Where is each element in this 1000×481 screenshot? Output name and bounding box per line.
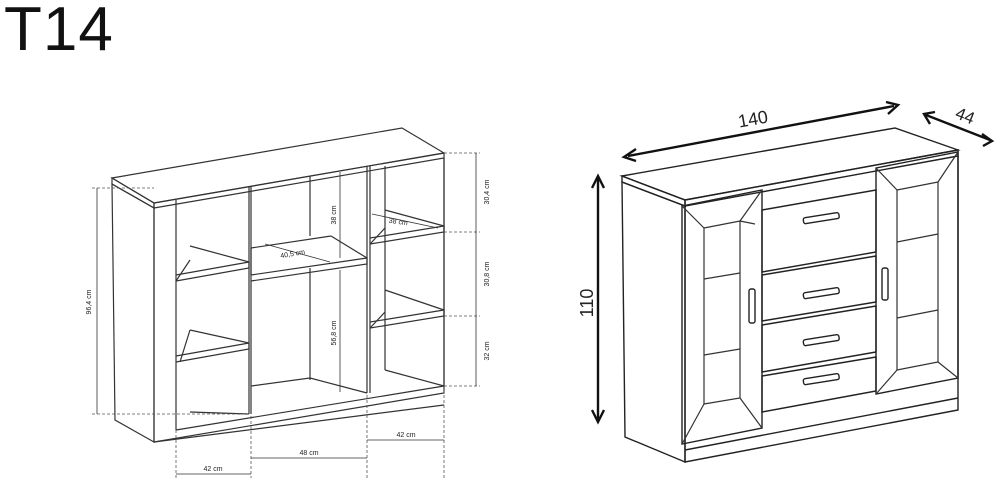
left-door-handle[interactable] xyxy=(748,288,756,324)
dim-top-section: 30,4 cm xyxy=(484,179,491,204)
right-door-handle[interactable] xyxy=(881,267,889,301)
dim-depth: 44 xyxy=(953,104,978,129)
dim-inner-depth-b: 38 cm xyxy=(388,218,408,228)
drawer-4-handle[interactable] xyxy=(802,372,840,386)
dim-mid-section: 30,8 cm xyxy=(484,261,491,286)
dim-width: 140 xyxy=(736,107,769,132)
dim-shelf-gap: 38 cm xyxy=(331,205,338,224)
drawer-1-handle[interactable] xyxy=(802,211,840,225)
dim-lower-gap: 56,8 cm xyxy=(331,320,338,345)
dim-width-right: 42 cm xyxy=(396,432,415,439)
dim-inner-depth-a: 40,5 cm xyxy=(280,249,306,260)
right-glass-door[interactable] xyxy=(875,151,959,395)
dim-height: 110 xyxy=(577,289,597,318)
drawer-3-handle[interactable] xyxy=(802,333,840,347)
dim-width-left: 42 cm xyxy=(203,466,222,473)
drawer-4[interactable] xyxy=(761,356,877,413)
dim-low-section: 32 cm xyxy=(484,341,491,360)
right-cabinet-drawing xyxy=(590,100,995,464)
model-title: T14 xyxy=(4,0,114,64)
left-cabinet-drawing xyxy=(92,127,480,478)
drawer-3[interactable] xyxy=(761,305,877,373)
drawer-2[interactable] xyxy=(761,255,877,322)
left-glass-door[interactable] xyxy=(681,189,763,445)
dim-width-center: 48 cm xyxy=(299,450,318,457)
drawer-2-handle[interactable] xyxy=(802,286,840,300)
drawer-1[interactable] xyxy=(761,189,877,273)
dim-total-height: 96,4 cm xyxy=(86,289,93,314)
